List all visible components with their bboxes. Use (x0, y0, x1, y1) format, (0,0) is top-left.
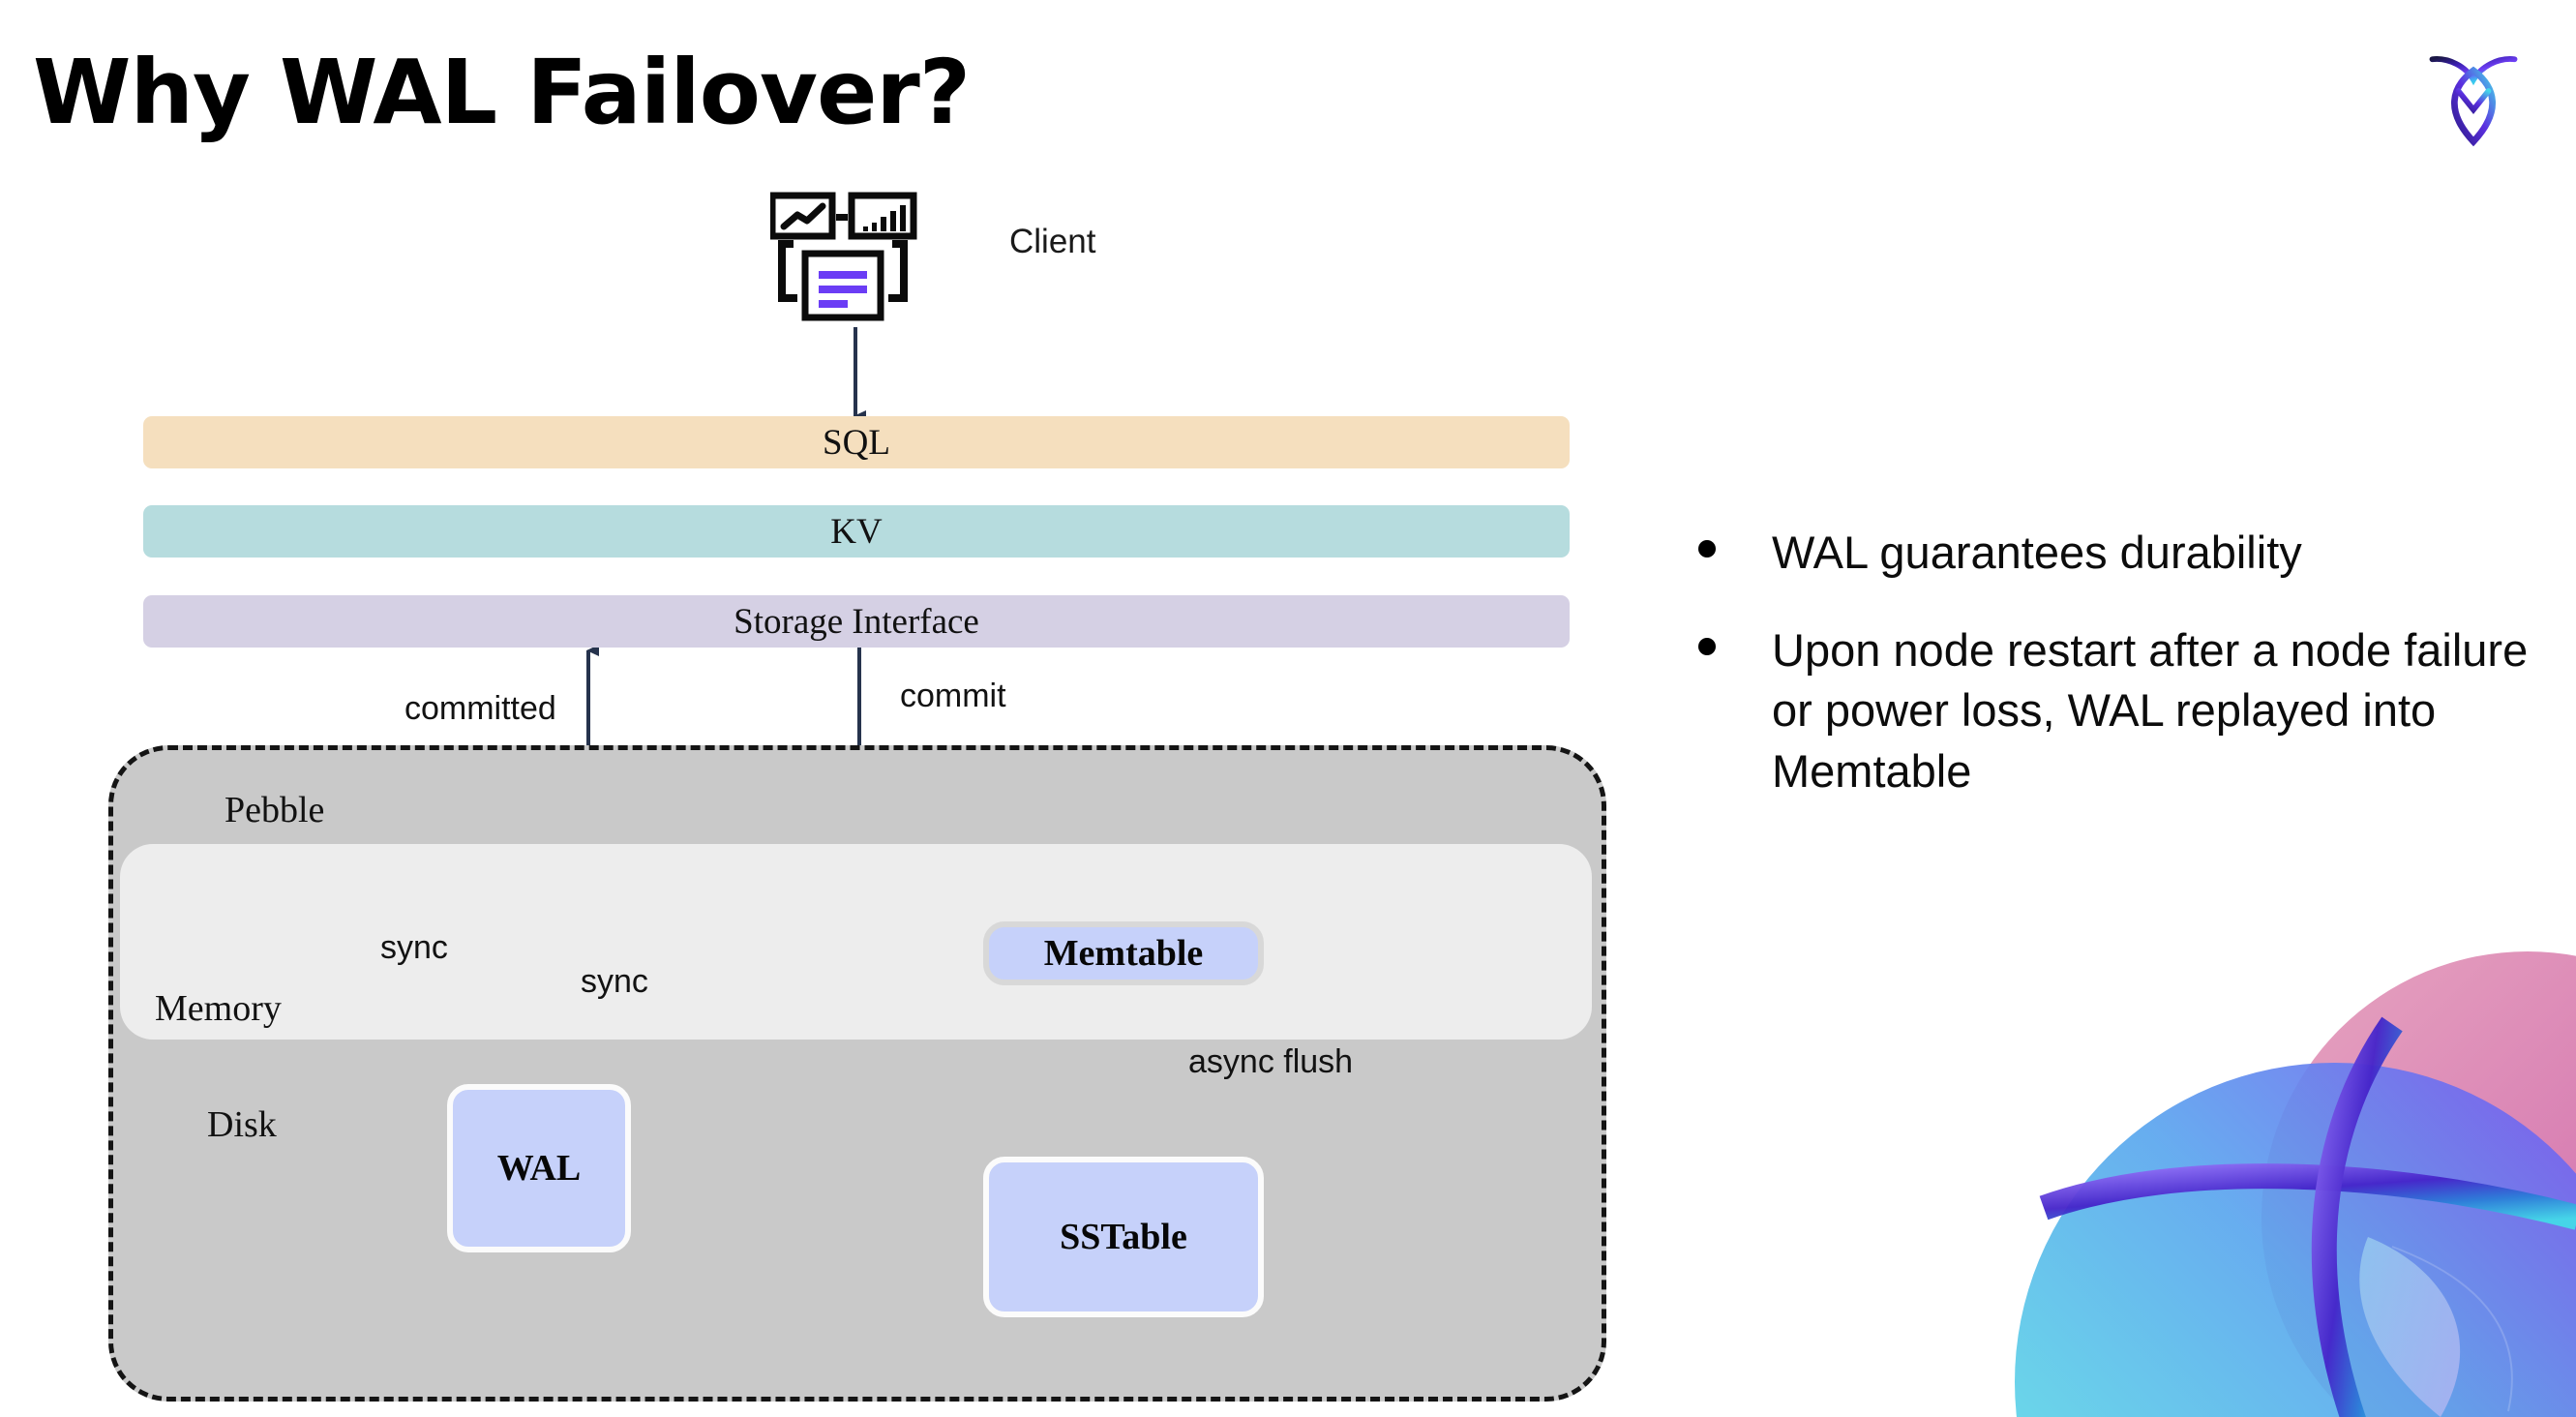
edge-label-async-flush: async flush (1188, 1043, 1354, 1080)
cockroachdb-logo-icon (2417, 37, 2530, 149)
bullet-text: Upon node restart after a node failure o… (1772, 623, 2529, 797)
list-item: Upon node restart after a node failure o… (1698, 620, 2531, 802)
list-item: WAL guarantees durability (1698, 523, 2531, 584)
edge-label-sync-left: sync (380, 929, 448, 966)
layer-storage-interface: Storage Interface (143, 595, 1570, 648)
architecture-diagram: Client SQL KV Storage Interface Pebble M… (108, 192, 1606, 1402)
decorative-brand-graphic (1986, 927, 2576, 1417)
edge-label-sync-right: sync (581, 963, 648, 1000)
layer-sql: SQL (143, 416, 1570, 468)
memory-region (120, 844, 1592, 1040)
edge-label-committed: committed (404, 690, 556, 727)
bullet-list: WAL guarantees durability Upon node rest… (1698, 523, 2531, 838)
node-wal: WAL (447, 1084, 631, 1252)
client-monitor-icon (768, 192, 925, 327)
memory-label: Memory (155, 988, 282, 1029)
layer-kv: KV (143, 505, 1570, 558)
bullet-text: WAL guarantees durability (1772, 527, 2302, 578)
pebble-label: Pebble (225, 790, 325, 830)
node-memtable: Memtable (983, 921, 1264, 985)
bullet-dot-icon (1698, 540, 1716, 558)
bullet-dot-icon (1698, 637, 1716, 655)
node-sstable: SSTable (983, 1157, 1264, 1317)
disk-label: Disk (207, 1104, 277, 1145)
page-title: Why WAL Failover? (33, 41, 971, 144)
edge-label-commit: commit (900, 678, 1006, 714)
client-label: Client (1009, 223, 1096, 260)
